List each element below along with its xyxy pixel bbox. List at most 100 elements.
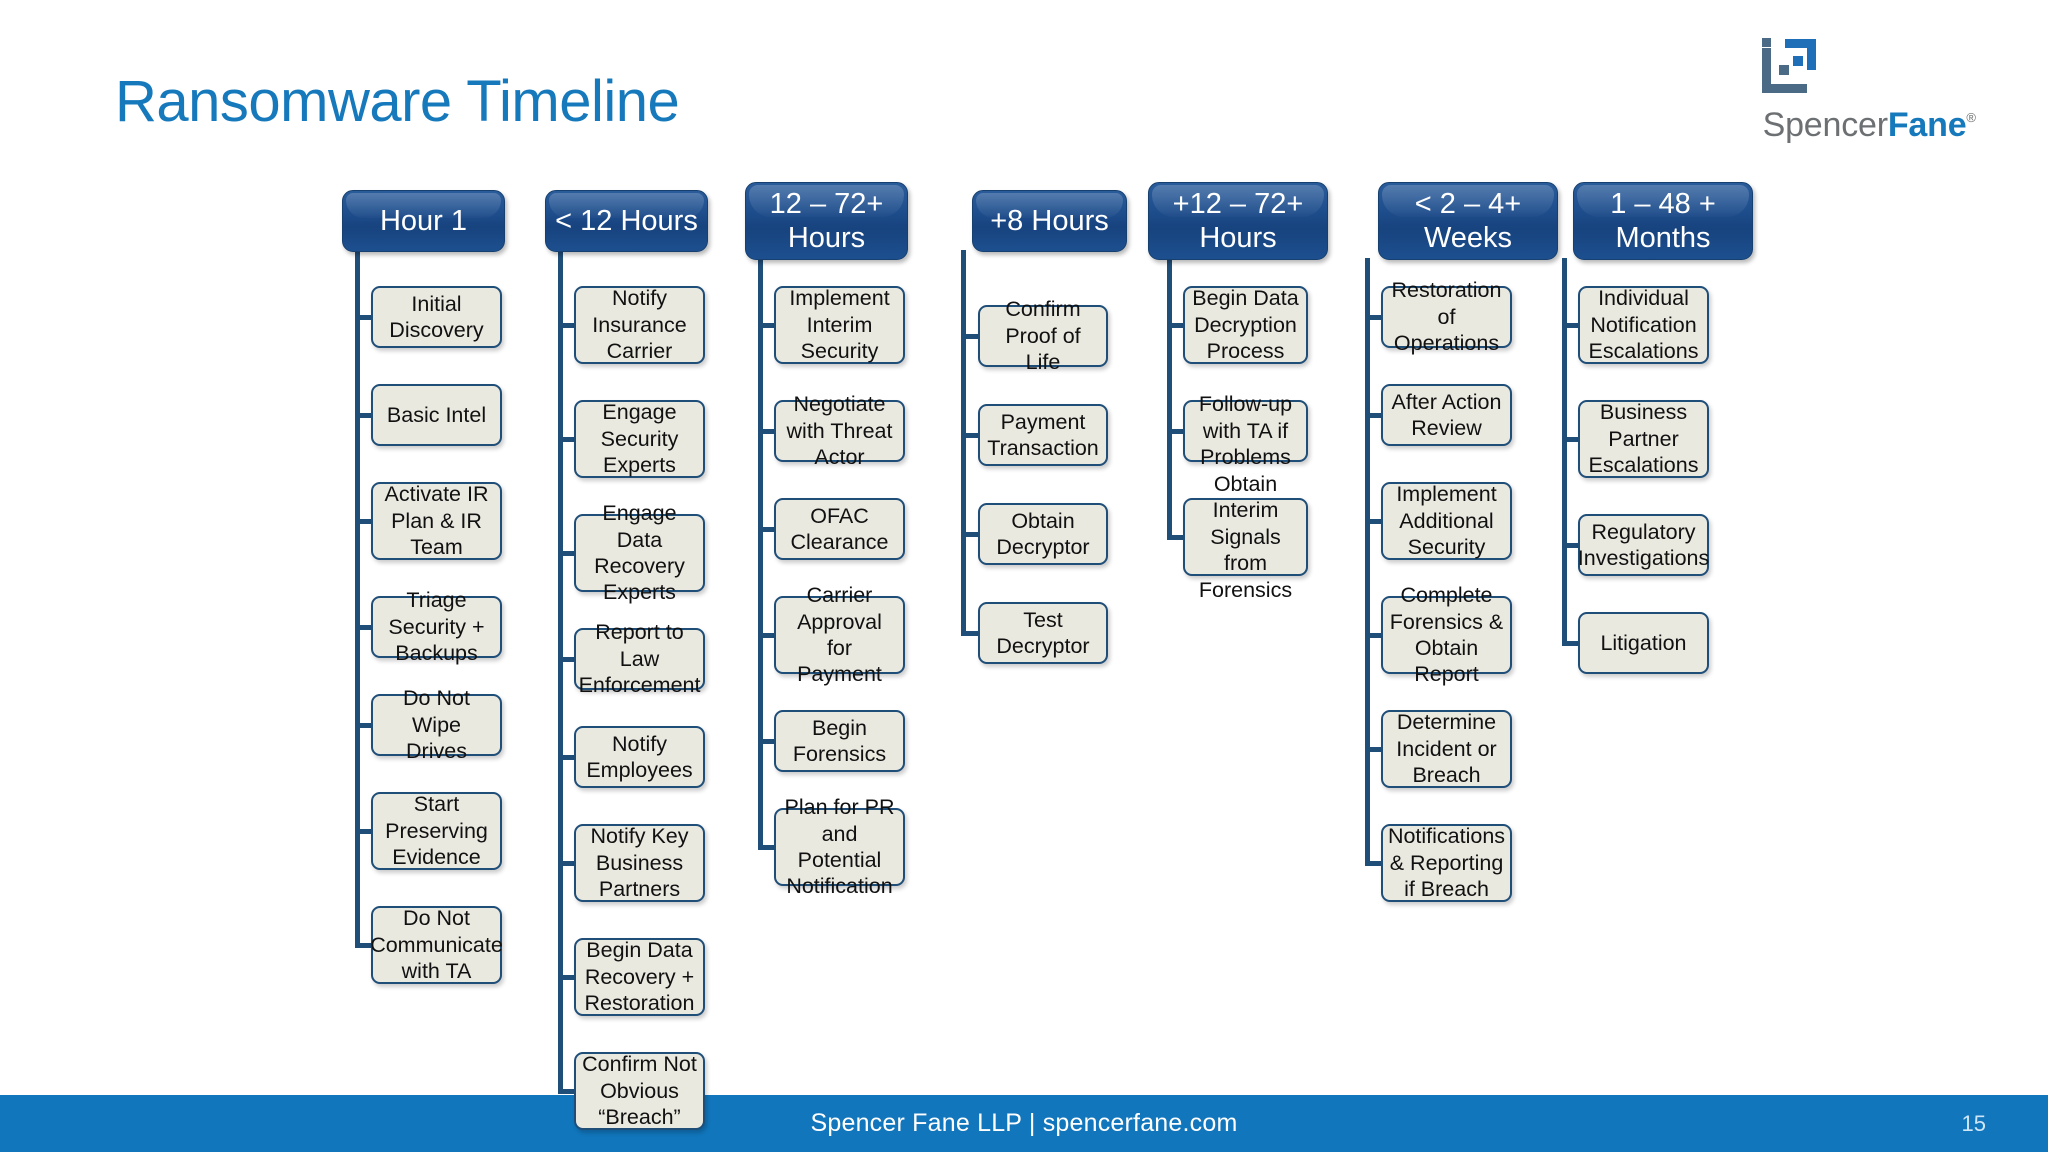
timeline-node[interactable]: Payment Transaction — [978, 404, 1108, 466]
connector-stub — [558, 754, 576, 760]
connector-stub — [1562, 640, 1580, 646]
timeline-column-header[interactable]: < 12 Hours — [545, 190, 708, 252]
timeline-node-label: Confirm Proof of Life — [1005, 297, 1081, 375]
timeline-node[interactable]: Obtain Interim Signals from Forensics — [1183, 472, 1308, 602]
timeline-node[interactable]: Confirm Not Obvious “Breach” — [574, 1052, 705, 1130]
connector-stub — [355, 942, 373, 948]
connector-stub — [758, 322, 776, 328]
connector-trunk — [1167, 260, 1172, 540]
timeline-node-label: Basic Intel — [386, 402, 487, 427]
timeline-node-label: OFAC Clearance — [790, 503, 889, 554]
timeline-node[interactable]: Negotiate with Threat Actor — [774, 392, 905, 469]
timeline-node[interactable]: Business Partner Escalations — [1578, 400, 1709, 478]
connector-stub — [558, 860, 576, 866]
timeline-node[interactable]: Begin Forensics — [774, 710, 905, 772]
timeline-node-label: Determine Incident or Breach — [1396, 710, 1497, 788]
timeline-node[interactable]: Complete Forensics & Obtain Report — [1381, 583, 1512, 686]
timeline-node[interactable]: Activate IR Plan & IR Team — [371, 482, 502, 560]
timeline-node-label: After Action Review — [1391, 389, 1502, 440]
timeline-node[interactable]: Start Preserving Evidence — [371, 792, 502, 870]
timeline-node[interactable]: Triage Security + Backups — [371, 588, 502, 665]
timeline-node[interactable]: Do Not Communicate with TA — [370, 906, 503, 984]
logo-word-primary: Spencer — [1762, 106, 1888, 144]
timeline-node[interactable]: Notify Insurance Carrier — [574, 286, 705, 364]
timeline-node-label: Do Not Communicate with TA — [370, 906, 503, 984]
timeline-node[interactable]: Restoration of Operations — [1381, 278, 1512, 355]
timeline-node-label: Begin Data Decryption Process — [1192, 286, 1299, 364]
connector-stub — [1562, 436, 1580, 442]
timeline-node[interactable]: Report to Law Enforcement — [574, 620, 705, 697]
timeline-node-label: Obtain Interim Signals from Forensics — [1198, 471, 1293, 602]
timeline-column-header[interactable]: Hour 1 — [342, 190, 505, 252]
timeline-node[interactable]: Implement Interim Security — [774, 286, 905, 364]
connector-stub — [558, 1088, 576, 1094]
connector-trunk — [758, 260, 763, 850]
timeline-node-label: Begin Forensics — [792, 715, 887, 766]
timeline-node-label: Engage Security Experts — [600, 400, 679, 478]
connector-header-drop — [1365, 258, 1370, 266]
timeline-node[interactable]: Regulatory Investigations — [1578, 514, 1709, 576]
spencer-fane-bracket-mark — [1762, 38, 1816, 93]
timeline-column-header[interactable]: < 2 – 4+ Weeks — [1378, 182, 1558, 260]
connector-trunk — [1562, 260, 1567, 646]
timeline-node[interactable]: Obtain Decryptor — [978, 503, 1108, 565]
timeline-node-label: Notify Employees — [586, 731, 693, 782]
connector-stub — [961, 432, 980, 438]
connector-stub — [961, 630, 980, 636]
timeline-node-label: Confirm Not Obvious “Breach” — [582, 1052, 697, 1130]
connector-stub — [355, 722, 373, 728]
timeline-node[interactable]: Carrier Approval for Payment — [774, 583, 905, 686]
timeline-column-header[interactable]: 12 – 72+ Hours — [745, 182, 908, 260]
timeline-node[interactable]: Engage Data Recovery Experts — [574, 501, 705, 604]
timeline-node[interactable]: Basic Intel — [371, 384, 502, 446]
connector-stub — [1562, 322, 1580, 328]
timeline-node-label: Do Not Wipe Drives — [403, 686, 470, 764]
timeline-node[interactable]: Begin Data Decryption Process — [1183, 286, 1308, 364]
timeline-node[interactable]: Litigation — [1578, 612, 1709, 674]
timeline-node-label: Notify Insurance Carrier — [592, 286, 687, 364]
connector-stub — [758, 844, 776, 850]
connector-stub — [1562, 542, 1580, 548]
timeline-node[interactable]: After Action Review — [1381, 384, 1512, 446]
connector-stub — [1167, 322, 1185, 328]
connector-stub — [1365, 314, 1383, 320]
timeline-column-header[interactable]: +8 Hours — [972, 190, 1127, 252]
connector-header-drop — [961, 250, 966, 258]
timeline-column-header-label: +8 Hours — [990, 204, 1109, 237]
timeline-node[interactable]: Begin Data Recovery + Restoration — [574, 938, 705, 1016]
timeline-node[interactable]: Determine Incident or Breach — [1381, 710, 1512, 788]
timeline-node[interactable]: Test Decryptor — [978, 602, 1108, 664]
connector-header-drop — [355, 250, 360, 258]
connector-stub — [558, 550, 576, 556]
timeline-node[interactable]: Notify Employees — [574, 726, 705, 788]
timeline-column-header-label: 1 – 48 + Months — [1610, 187, 1716, 254]
timeline-node[interactable]: Engage Security Experts — [574, 400, 705, 478]
timeline-node-label: Initial Discovery — [389, 291, 484, 342]
timeline-node-label: Triage Security + Backups — [388, 588, 485, 666]
connector-trunk — [1365, 260, 1370, 866]
timeline-node[interactable]: Notifications & Reporting if Breach — [1381, 824, 1512, 902]
timeline-column-header-label: +12 – 72+ Hours — [1172, 187, 1304, 254]
timeline-node-label: Regulatory Investigations — [1577, 519, 1710, 570]
timeline-node[interactable]: Do Not Wipe Drives — [371, 686, 502, 763]
connector-trunk — [558, 252, 563, 1094]
timeline-node-label: Carrier Approval for Payment — [797, 583, 882, 687]
timeline-node[interactable]: Initial Discovery — [371, 286, 502, 348]
timeline-node-label: Implement Interim Security — [789, 286, 890, 364]
connector-stub — [1365, 412, 1383, 418]
timeline-column-header-label: < 12 Hours — [555, 204, 698, 237]
timeline-node[interactable]: OFAC Clearance — [774, 498, 905, 560]
connector-stub — [1167, 428, 1185, 434]
timeline-node[interactable]: Notify Key Business Partners — [574, 824, 705, 902]
timeline-node[interactable]: Plan for PR and Potential Notification — [774, 795, 905, 898]
timeline-node[interactable]: Confirm Proof of Life — [978, 297, 1108, 374]
timeline-node[interactable]: Individual Notification Escalations — [1578, 286, 1709, 364]
connector-stub — [558, 974, 576, 980]
connector-trunk — [961, 252, 966, 636]
timeline-column-header[interactable]: 1 – 48 + Months — [1573, 182, 1753, 260]
timeline-node[interactable]: Follow-up with TA if Problems — [1183, 392, 1308, 469]
connector-stub — [355, 624, 373, 630]
timeline-column-header[interactable]: +12 – 72+ Hours — [1148, 182, 1328, 260]
timeline-node[interactable]: Implement Additional Security — [1381, 482, 1512, 560]
